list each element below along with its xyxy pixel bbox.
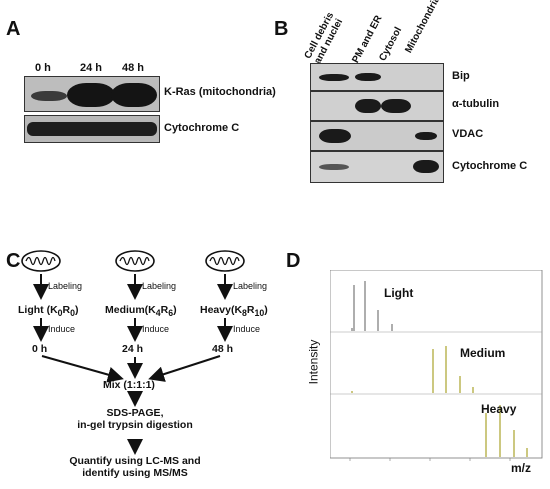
light-peaks [351, 281, 393, 331]
sds-page-step: SDS-PAGE, in-gel trypsin digestion [65, 407, 205, 431]
panel-b-bip-blot [310, 63, 444, 91]
b-cytc-band-debris [319, 164, 349, 170]
tubulin-band-pm [355, 99, 381, 113]
fraction-label-cytosol-line1: Cytosol [377, 25, 405, 64]
fraction-label-mito: Mitochondria [403, 0, 442, 55]
kras-band-48h [111, 83, 157, 107]
flow-arrows [33, 274, 233, 455]
light-label-main: Light (K [18, 304, 58, 316]
condition-light-label: Light (K0R0) [18, 304, 79, 318]
sds-page-line2: in-gel trypsin digestion [77, 419, 193, 431]
panel-b-cytc-blot [310, 151, 444, 183]
b-cytc-band-mito [413, 160, 439, 173]
panel-a-cytc-label: Cytochrome C [164, 122, 240, 134]
induce-label-heavy: Induce [233, 324, 261, 334]
panel-d-ylabel: Intensity [306, 339, 321, 385]
induce-label-light: Induce [48, 324, 76, 334]
heavy-peaks [485, 405, 528, 457]
heavy-label-mid: R [246, 304, 255, 316]
labeling-label-heavy: Labeling [233, 281, 268, 291]
light-label-sub2: 0 [70, 308, 75, 319]
quantify-step: Quantify using LC-MS and identify using … [55, 455, 215, 479]
tubulin-band-cyto [381, 99, 411, 113]
heavy-label-sub1: 8 [242, 308, 247, 319]
spectrum-heavy-label: Heavy [481, 402, 517, 416]
panel-b-tubulin-blot [310, 91, 444, 121]
bip-band-pm [355, 73, 381, 81]
spectrum-medium-label: Medium [460, 346, 506, 360]
panel-b-tubulin-label: α-tubulin [452, 98, 500, 110]
panel-a-time-48h: 48 h [122, 62, 145, 74]
panel-b-vdac-label: VDAC [452, 128, 484, 140]
panel-d-xlabel: m/z [511, 461, 532, 475]
time-medium: 24 h [122, 343, 144, 355]
vdac-band-mito [415, 132, 437, 140]
panel-a-letter: A [6, 18, 21, 40]
sds-page-line1: SDS-PAGE, [106, 407, 164, 419]
medium-label-sub1: 4 [155, 308, 161, 319]
panel-a-kras-blot [24, 76, 160, 112]
ms-spectra [330, 270, 543, 461]
medium-label-mid: R [160, 304, 169, 316]
vdac-band-debris [319, 129, 351, 143]
fraction-label-debris: Cell debris and nuclei [303, 11, 346, 66]
heavy-label-sub2: 10 [254, 308, 265, 319]
medium-peaks [351, 346, 474, 393]
panel-c-letter: C [6, 250, 21, 272]
light-label-sub1: 0 [57, 308, 63, 319]
medium-label-close: ) [173, 304, 177, 316]
induce-label-medium: Induce [142, 324, 170, 334]
panel-b-cytc-label: Cytochrome C [452, 160, 528, 172]
condition-medium-label: Medium(K4R6) [105, 304, 177, 318]
labeling-label-medium: Labeling [142, 281, 177, 291]
panel-d-letter: D [286, 250, 301, 272]
medium-label-main: Medium(K [105, 304, 156, 316]
panel-a-time-24h: 24 h [80, 62, 103, 74]
kras-band-24h [67, 83, 115, 107]
condition-heavy-label: Heavy(K8R10) [200, 304, 268, 318]
heavy-label-main: Heavy(K [200, 304, 243, 316]
labeling-label-light: Labeling [48, 281, 83, 291]
mitochondrion-icon-light [21, 250, 61, 272]
fraction-label-cytosol: Cytosol [377, 25, 404, 63]
medium-label-sub2: 6 [168, 308, 174, 319]
time-light: 0 h [32, 343, 48, 355]
panel-a-time-0h: 0 h [35, 62, 51, 74]
kras-band-0h [31, 91, 67, 101]
panel-b-bip-label: Bip [452, 70, 470, 82]
quantify-line2: identify using MS/MS [82, 467, 188, 479]
panel-a-cytc-blot [24, 115, 160, 143]
light-label-mid: R [62, 304, 71, 316]
quantify-line1: Quantify using LC-MS and [69, 455, 201, 467]
mitochondrion-icon-heavy [205, 250, 245, 272]
time-heavy: 48 h [212, 343, 234, 355]
fraction-label-mito-line1: Mitochondria [403, 0, 443, 55]
heavy-label-close: ) [264, 304, 268, 316]
spectrum-light-label: Light [384, 286, 414, 300]
mix-step: Mix (1:1:1) [103, 379, 155, 391]
bip-band-debris [319, 74, 349, 81]
light-label-close: ) [75, 304, 79, 316]
panel-a-kras-label: K-Ras (mitochondria) [164, 86, 276, 98]
mitochondrion-icon-medium [115, 250, 155, 272]
panel-b-vdac-blot [310, 121, 444, 151]
cytc-band-row [27, 122, 157, 136]
panel-b-letter: B [274, 18, 289, 40]
